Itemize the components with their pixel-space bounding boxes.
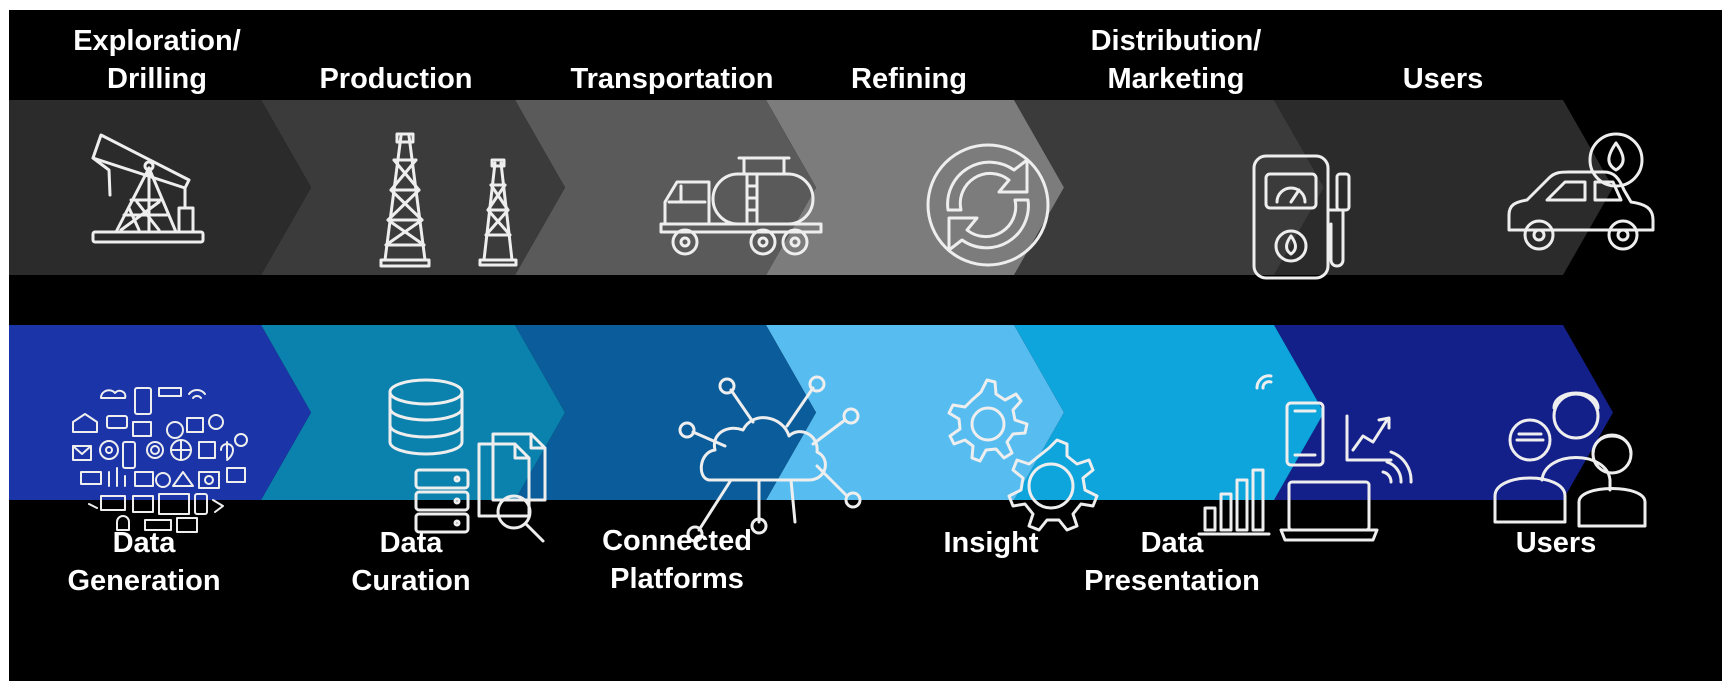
drilling-rigs-icon <box>379 132 518 268</box>
data-chevron-1 <box>9 325 311 500</box>
stage-label-insight: Insight <box>943 527 1039 559</box>
stage-label-users-data: Users <box>1515 527 1597 559</box>
data-chevron-3 <box>515 325 816 500</box>
stage-label-refining: Refining <box>851 63 967 95</box>
chevron-chains <box>9 100 1655 543</box>
cloud-network-icon <box>678 375 862 543</box>
oil-chain-chevrons <box>9 100 1613 275</box>
database-documents-icon <box>388 378 547 543</box>
value-chain-diagram: Exploration/Drilling Production Transpor… <box>9 10 1722 681</box>
stage-label-distribution-marketing: Distribution/Marketing <box>1090 25 1262 95</box>
data-chevron-2 <box>261 325 565 500</box>
car-fuel-drop-icon <box>1507 132 1655 251</box>
stage-label-users-oil: Users <box>1402 63 1484 95</box>
fuel-pump-icon <box>1252 154 1351 280</box>
data-chevron-6 <box>1274 325 1613 500</box>
iot-devices-cluster-icon <box>72 387 248 533</box>
data-chevron-4 <box>766 325 1064 500</box>
oil-chevron-6 <box>1274 100 1613 275</box>
people-group-icon <box>1493 391 1647 528</box>
oil-chevron-5 <box>1014 100 1324 275</box>
tanker-truck-icon <box>659 156 823 256</box>
stage-label-transportation: Transportation <box>570 63 774 95</box>
stage-label-exploration-drilling: Exploration/Drilling <box>73 25 241 95</box>
data-chevron-5 <box>1014 325 1324 500</box>
stage-label-production: Production <box>319 63 473 95</box>
oil-chevron-1 <box>9 100 311 275</box>
data-chain-chevrons <box>9 325 1613 500</box>
oil-pumpjack-icon <box>91 133 205 244</box>
devices-analytics-icon <box>1197 374 1413 542</box>
gears-icon <box>947 378 1099 532</box>
refresh-cycle-icon <box>926 143 1050 267</box>
